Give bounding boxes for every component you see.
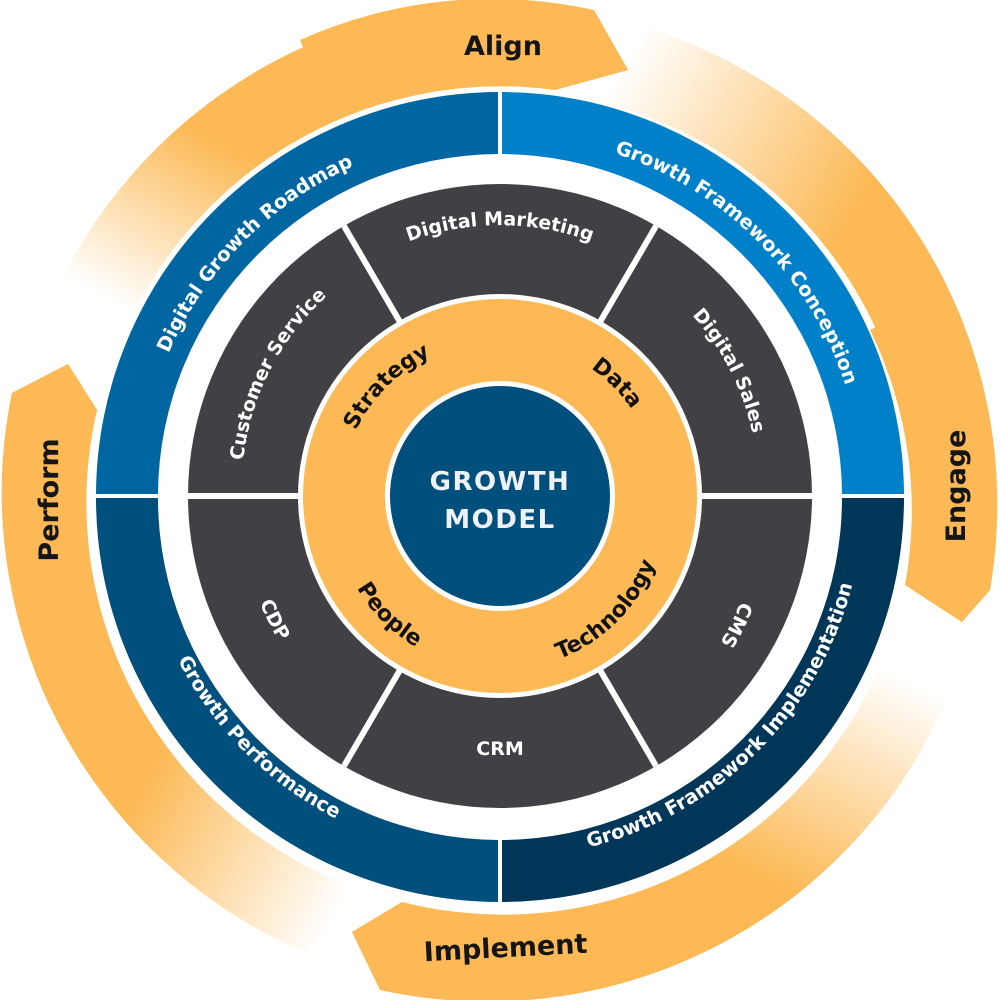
phase-segment-roadmap[interactable] <box>96 92 498 494</box>
core-circle[interactable] <box>390 386 610 606</box>
implement-arrow-head <box>352 895 650 998</box>
core-title-line2: MODEL <box>444 505 555 535</box>
divider-bottom-left <box>341 668 403 768</box>
divider-bottom-right <box>597 668 659 768</box>
capability-dividers <box>186 224 814 768</box>
cycle-label-engage: Engage <box>941 430 972 543</box>
phase-segment-implementation[interactable] <box>502 498 904 902</box>
align-arrow-head <box>300 0 628 110</box>
capability-label-crm: CRM <box>476 738 523 760</box>
cycle-label-align: Align <box>464 31 542 62</box>
cycle-label-perform: Perform <box>34 438 65 561</box>
phase-segment-conception[interactable] <box>502 92 904 494</box>
perform-arrow-head <box>1 364 110 680</box>
core-title-line1: GROWTH <box>430 467 571 497</box>
divider-top-right <box>597 224 659 324</box>
phase-ring <box>96 92 904 902</box>
engage-arrow-head <box>870 300 993 622</box>
phase-segment-performance[interactable] <box>96 498 498 902</box>
divider-top-left <box>341 224 403 324</box>
